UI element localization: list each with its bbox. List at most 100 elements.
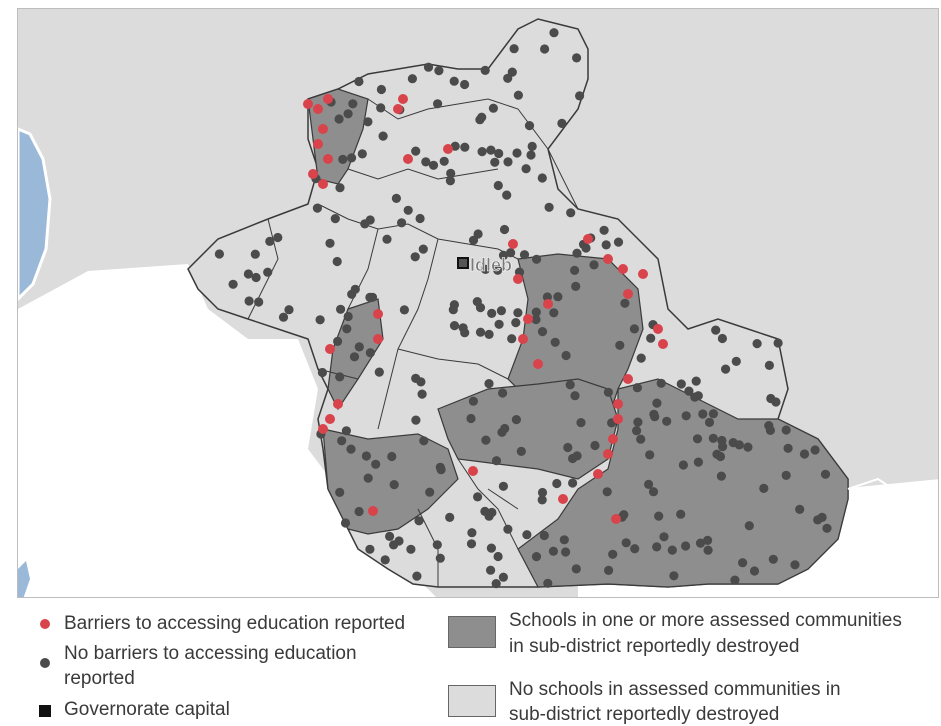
barrier-dot [333,399,343,409]
no-barrier-dot [576,418,586,428]
barrier-dot [513,274,523,284]
no-barrier-dot [693,391,703,401]
no-barrier-dot [434,66,444,76]
barrier-dot [518,334,528,344]
no-barrier-dot [357,149,367,159]
no-barrier-dot [509,44,519,54]
no-barrier-dot [570,391,580,401]
no-barrier-dot [662,416,672,426]
no-barrier-dot [460,79,470,90]
no-barrier-dot [436,465,446,475]
no-barrier-dot [244,296,254,306]
no-barrier-dot [278,312,289,322]
barrier-dot [303,99,313,109]
no-barrier-dot [718,442,728,452]
no-barrier-dot [676,509,686,519]
no-barrier-dot [692,434,703,444]
no-barrier-dot [572,53,582,63]
no-barrier-dot [768,554,778,564]
no-barrier-dot [468,235,479,245]
no-barrier-dot [498,250,509,260]
no-barrier-dot [636,434,646,444]
no-barrier-dot [263,267,273,277]
no-barrier-dot [491,579,501,589]
no-barrier-dot [449,76,459,86]
no-barrier-dot [486,565,496,575]
subdistrict-dark-southeast [517,378,849,588]
no-barrier-dot [475,303,486,313]
map-svg: Idleb [18,9,938,597]
no-barrier-dot [498,572,508,582]
no-barrier-dot [335,372,345,382]
no-barrier-dot [667,545,677,555]
capital-label: Idleb [470,255,512,275]
no-barrier-dot [731,356,741,366]
legend-no-barriers-line2: reported [64,668,135,689]
no-barrier-dot [526,150,536,160]
no-barrier-dot [681,541,691,551]
water-body [18,127,52,302]
no-barrier-dot [367,292,378,302]
no-barrier-dot [783,443,793,453]
no-barrier-dot [354,342,364,352]
no-barrier-dot [648,487,659,497]
no-barrier-dot [460,328,470,338]
barrier-dot [613,414,623,424]
barrier-dot [403,154,413,164]
no-barrier-dot [711,325,721,335]
no-barrier-dot [466,539,477,549]
no-barrier-dot [507,334,517,344]
no-barrier-dot [284,305,294,315]
barrier-dot [623,374,633,384]
outer-boundary-line [206,338,225,597]
no-barrier-dot [506,248,516,258]
no-barrier-dot [439,156,449,166]
barrier-dot [373,334,383,344]
no-barrier-dot [575,91,585,101]
legend-destroyed-swatch [448,616,496,648]
no-barrier-dot [708,433,718,443]
barrier-dot [325,344,335,354]
no-barrier-dot [346,444,356,454]
no-barrier-dot [350,284,360,294]
barrier-dot [318,179,328,189]
no-barrier-dot [503,524,513,534]
no-barrier-dot [498,481,508,491]
legend-no-barriers-line1: No barriers to accessing education [64,643,357,664]
no-barrier-dot [480,65,490,75]
no-barrier-dot [532,254,542,264]
community-dots [214,28,832,589]
barrier-dot [318,124,328,134]
no-barrier-dot [317,367,327,378]
barrier-dot [368,506,378,516]
no-barrier-dot [491,456,502,466]
no-barrier-dot [330,214,340,224]
no-barrier-dot [524,121,535,131]
no-barrier-dot [557,118,567,128]
no-barrier-dot [644,479,654,489]
barrier-dot [658,339,668,349]
no-barrier-dot [730,575,740,585]
barrier-dot [603,254,613,264]
no-barrier-dot [519,250,530,260]
no-barrier-dot [553,292,563,302]
no-barrier-dot [498,388,508,398]
no-barrier-dot [494,319,504,329]
no-barrier-dot [475,327,486,337]
no-barrier-dot [817,512,827,522]
no-barrier-dot [728,438,738,448]
no-barrier-dot [449,321,460,331]
no-barrier-dot [435,553,445,563]
no-barrier-dot [513,308,523,318]
no-barrier-dot [537,173,547,183]
no-barrier-dot [421,157,431,167]
no-barrier-dot [448,305,458,315]
no-barrier-dot [632,426,642,436]
no-barrier-dot [678,460,689,470]
no-barrier-dot [265,236,275,246]
no-barrier-dot [417,389,427,399]
no-barrier-dot [343,109,353,119]
barrier-dot [323,94,333,104]
no-barrier-dot [466,413,476,424]
legend-not-destroyed-line1: No schools in assessed communities in [509,679,841,700]
